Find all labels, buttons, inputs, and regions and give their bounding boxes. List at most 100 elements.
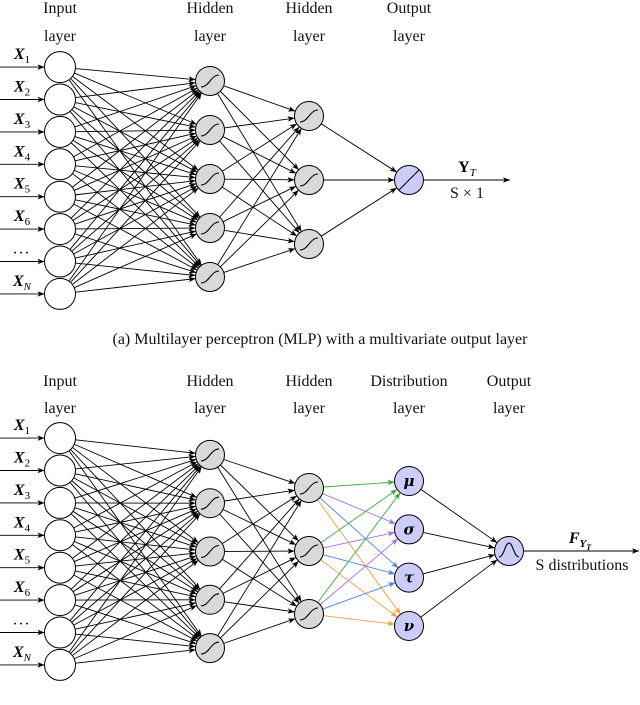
- input-node-circle: [44, 422, 76, 455]
- connection-edge: [72, 463, 199, 559]
- input-node: [44, 454, 76, 487]
- connection-edge: [73, 203, 198, 271]
- connection-edge: [222, 509, 297, 546]
- connection-edge: [223, 459, 296, 484]
- connection-edge: [74, 508, 197, 562]
- connection-edge: [72, 173, 199, 269]
- connection-edge: [69, 111, 201, 267]
- connection-edge: [74, 72, 197, 125]
- parameter-edge: [319, 538, 399, 605]
- sigmoid-icon: [200, 172, 220, 186]
- connection-edge: [72, 139, 199, 221]
- input-label-base: X: [13, 111, 25, 128]
- input-node: [44, 648, 76, 681]
- layer-header-title: Hidden: [186, 373, 233, 390]
- connection-edge: [75, 225, 196, 231]
- connection-edge: [74, 555, 197, 596]
- connection-edge: [73, 106, 198, 173]
- layer-header-subtitle: layer: [393, 400, 426, 417]
- input-node-circle: [44, 519, 76, 552]
- input-label-subscript: 1: [25, 425, 31, 437]
- input-label: X3: [13, 482, 31, 502]
- connection-edge: [75, 132, 196, 162]
- parameter-edge: [320, 488, 398, 544]
- input-node: [44, 148, 76, 181]
- input-label: X5: [13, 176, 31, 196]
- output-node: [494, 536, 524, 566]
- connection-edge: [219, 90, 300, 171]
- input-label-base: X: [13, 46, 25, 63]
- distribution-node-circle: [394, 514, 424, 545]
- connection-edge: [74, 233, 197, 274]
- hidden-node: [195, 439, 225, 470]
- parameter-edge: [323, 479, 395, 488]
- connection-edge: [223, 618, 296, 644]
- output-label: FYT: [568, 530, 592, 552]
- connection-edge: [70, 464, 200, 590]
- input-node: [44, 51, 76, 84]
- parameter-edge: [322, 554, 396, 575]
- connection-edge: [224, 601, 295, 614]
- input-label: XN: [12, 644, 32, 664]
- connection-edge: [217, 93, 302, 232]
- layer-header-subtitle: layer: [293, 28, 326, 45]
- hidden-node: [195, 488, 225, 519]
- connection-edge: [423, 531, 495, 550]
- labels: InputlayerHiddenlayerHiddenlayerOutputla…: [12, 0, 528, 348]
- connection-edge: [75, 229, 196, 259]
- layer-header-title: Hidden: [285, 0, 332, 17]
- input-node-circle: [44, 486, 76, 519]
- input-node-circle: [44, 648, 76, 681]
- layer-header-subtitle: layer: [194, 400, 227, 417]
- input-label: X1: [13, 46, 30, 66]
- input-node: [44, 422, 76, 455]
- sigmoid-icon: [299, 481, 319, 495]
- layer-header-title: Distribution: [370, 373, 447, 390]
- figure-caption: (a) Multilayer perceptron (MLP) with a m…: [113, 331, 529, 348]
- input-node-circle: [44, 83, 76, 116]
- connection-edge: [74, 183, 197, 225]
- input-node-circle: [44, 616, 76, 649]
- connection-edge: [71, 109, 200, 219]
- input-node-circle: [44, 245, 76, 278]
- input-label: X6: [13, 208, 31, 228]
- layer-header-title: Input: [43, 0, 77, 17]
- connection-edge: [219, 140, 300, 234]
- hidden-node: [195, 633, 225, 664]
- input-label-base: X: [13, 482, 25, 499]
- sigmoid-icon: [200, 593, 220, 607]
- connection-edge: [75, 504, 196, 533]
- connection-edge: [223, 85, 296, 112]
- connection-edge: [71, 89, 199, 188]
- input-label-subscript: 2: [25, 458, 31, 470]
- input-label-base: X: [13, 417, 25, 434]
- input-label-base: X: [12, 644, 24, 661]
- hidden-node: [195, 584, 225, 615]
- parameter-edge: [317, 492, 401, 603]
- connections: [0, 64, 510, 297]
- connection-edge: [223, 248, 296, 273]
- connection-edge: [74, 85, 197, 128]
- input-node: [44, 180, 76, 213]
- input-label-subscript: 6: [25, 587, 31, 599]
- connection-edge: [422, 553, 496, 575]
- layer-header-title: Input: [43, 373, 77, 390]
- input-label-base: ...: [13, 612, 31, 629]
- layer-header-subtitle: layer: [44, 400, 77, 417]
- hidden-node: [195, 115, 225, 145]
- input-node-circle: [44, 213, 76, 246]
- input-node: [44, 519, 76, 552]
- hidden-node: [195, 164, 225, 194]
- connection-edge: [75, 199, 196, 227]
- parameter-edge: [319, 497, 399, 569]
- connection-edge: [73, 557, 198, 626]
- connection-edge: [68, 92, 203, 282]
- parameter-edge: [322, 493, 396, 525]
- output-description-label: S × 1: [450, 185, 484, 202]
- sigmoid-icon: [299, 544, 319, 558]
- connection-edge: [74, 458, 197, 499]
- output-label: YT: [458, 159, 477, 179]
- input-label: ...: [13, 612, 31, 629]
- bell-curve-icon: [498, 542, 520, 558]
- connection-edge: [224, 488, 295, 502]
